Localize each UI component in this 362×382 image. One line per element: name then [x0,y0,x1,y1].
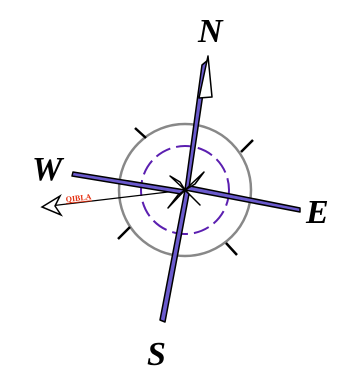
tick-se [226,243,237,255]
east-needle [185,186,300,212]
west-needle [72,172,185,194]
label-east: E [305,194,329,231]
compass-needles [72,56,300,322]
tick-nw [135,128,146,138]
label-west: W [32,151,65,188]
tick-ne [241,140,253,152]
qibla-label: QIBLA [65,192,92,204]
label-south: S [147,336,166,373]
label-north: N [197,13,224,50]
tick-sw [118,227,130,239]
